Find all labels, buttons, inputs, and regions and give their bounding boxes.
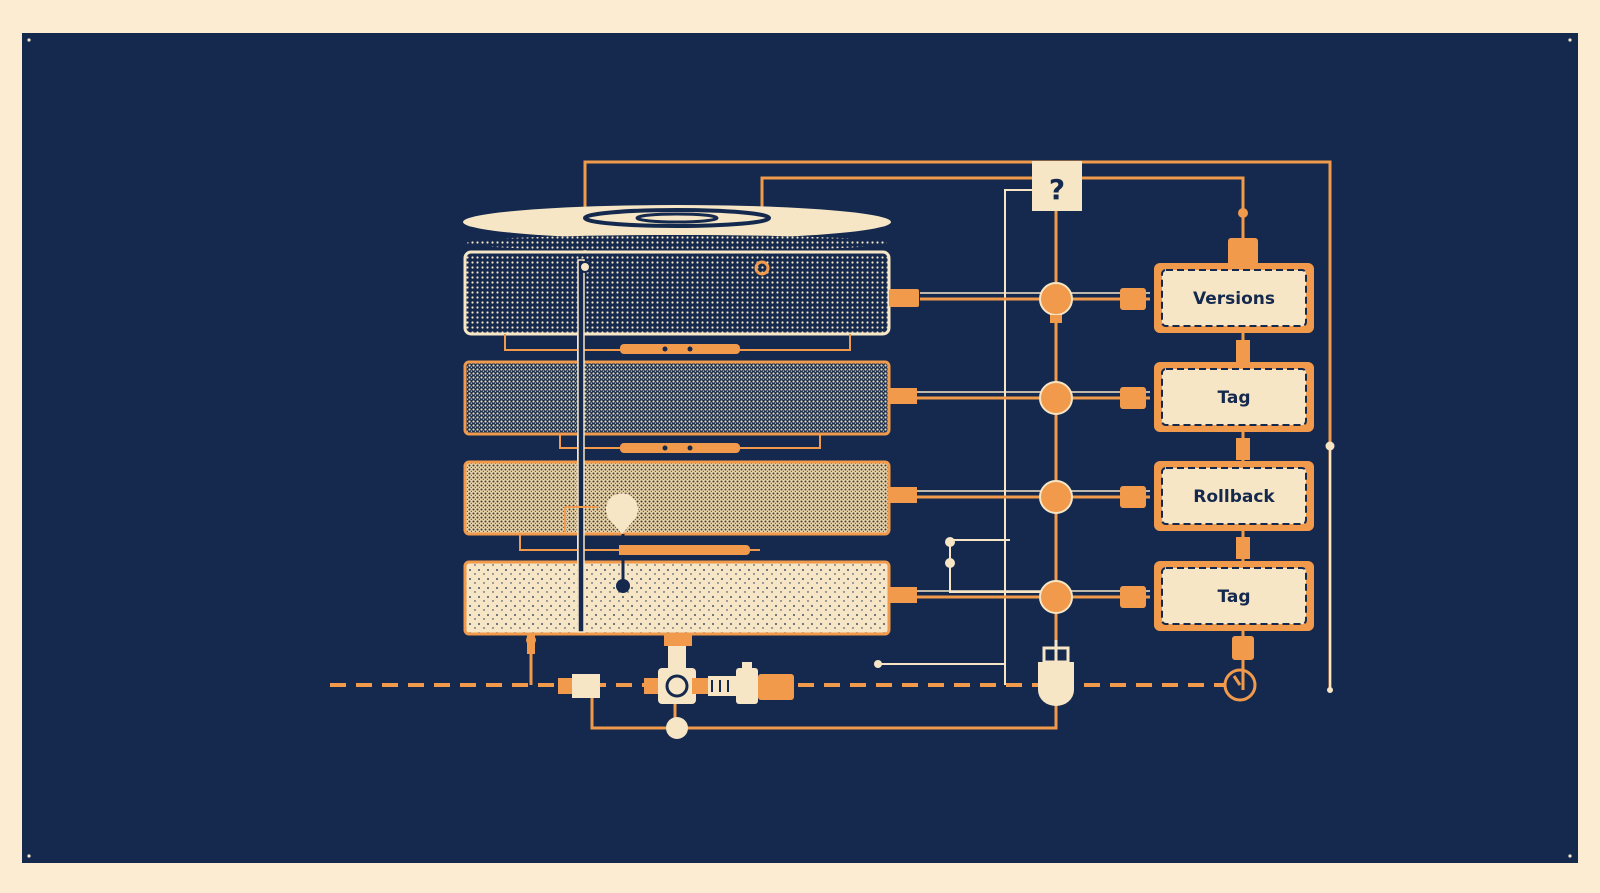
layer-connectors [889,208,1258,660]
junction-dot [1325,441,1335,451]
bus-node [1039,282,1073,316]
tag-box-2[interactable]: Tag [1154,561,1314,631]
corner-dot [27,854,31,858]
junction-dot [945,537,955,547]
bus-node [1039,381,1073,415]
database-disk-icon [463,205,891,251]
tag-box-1-label: Tag [1217,388,1250,408]
label-boxes: Versions Tag Rollback Tag [1154,263,1314,631]
layer-coupler [620,344,740,354]
filter-icon [572,674,600,698]
junction-dot [945,558,955,568]
junction-dot [1327,687,1333,693]
layer-coupler [620,545,750,555]
decision-symbol: ? [1049,173,1065,206]
corner-dot [1568,854,1572,858]
rollback-box-label: Rollback [1193,487,1275,507]
valve-icon [644,646,708,739]
corner-dot [27,38,31,42]
flask-icon [564,493,638,593]
corner-dot [1568,38,1572,42]
layer-coupler [620,443,740,453]
tag-box-2-label: Tag [1217,587,1250,607]
storage-layer-1 [463,250,891,336]
storage-layer-4 [463,560,891,636]
storage-layer-2 [463,360,891,436]
bus-node [1039,580,1073,614]
storage-layer-3 [463,460,891,536]
versions-box-label: Versions [1193,289,1275,309]
rollback-box[interactable]: Rollback [1154,461,1314,531]
bus-node [1039,480,1073,514]
mouse-device-icon [1038,640,1074,706]
junction-dot [874,660,882,668]
clock-icon [1223,668,1257,702]
tag-box-1[interactable]: Tag [1154,362,1314,432]
feed-line-right [1082,176,1245,210]
versions-box[interactable]: Versions [1154,263,1314,333]
bottom-return-line [590,690,1058,730]
decision-box: ? [1032,161,1082,211]
pump-icon [708,662,794,704]
database-stack [463,205,891,654]
bottom-pipeline [330,640,1257,739]
